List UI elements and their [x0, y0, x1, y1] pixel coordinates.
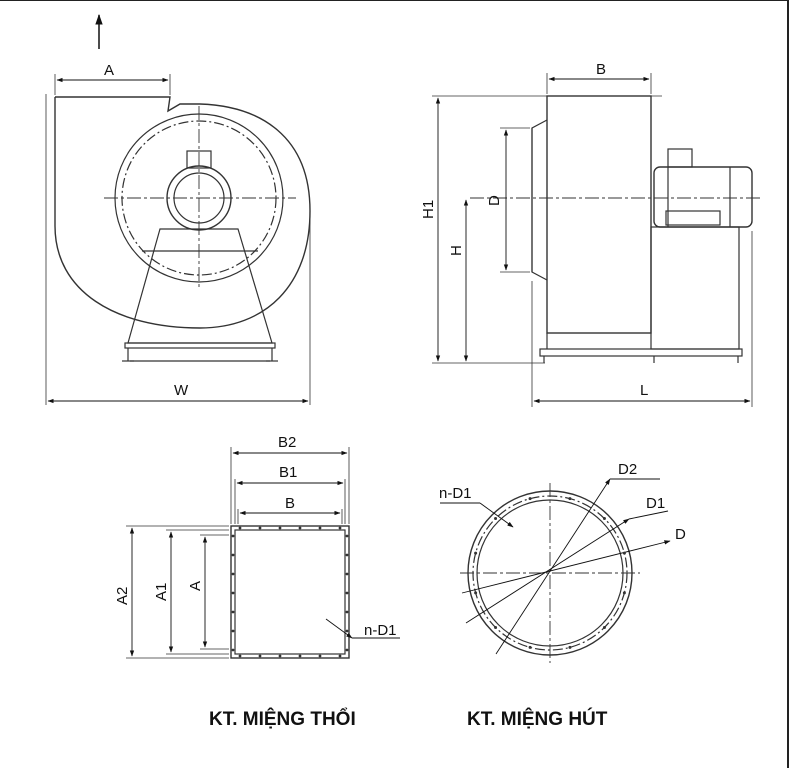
- bolt-hole: [474, 551, 478, 555]
- volute-casing: [54, 96, 311, 329]
- dim-label-w: W: [174, 382, 189, 399]
- side-motor: [653, 166, 753, 228]
- dim-label-a-front: A: [104, 62, 114, 79]
- dim-label-b1: B1: [279, 464, 297, 481]
- inlet-cone: [531, 119, 548, 281]
- side-casing: [546, 95, 652, 334]
- bolt-hole: [494, 517, 498, 521]
- dim-label-d1: D1: [646, 495, 665, 512]
- motor-terminal-box: [186, 150, 212, 169]
- bolt-hole: [602, 517, 606, 521]
- bolt-hole: [345, 648, 349, 652]
- bolt-hole: [622, 551, 626, 555]
- base-stand: [127, 228, 273, 344]
- bolt-hole: [231, 629, 235, 633]
- bolt-hole: [345, 591, 349, 595]
- bolt-hole: [474, 591, 478, 595]
- caption-outlet: KT. MIỆNG THỔI: [209, 709, 356, 730]
- bolt-hole: [231, 648, 235, 652]
- outlet-bolt-holes: [231, 526, 349, 658]
- bolt-hole: [231, 534, 235, 538]
- bolt-hole: [231, 572, 235, 576]
- bolt-hole: [494, 625, 498, 629]
- bolt-hole: [345, 534, 349, 538]
- outlet-flange: [126, 447, 400, 659]
- dim-label-h1: H1: [420, 200, 437, 219]
- inlet-bolt-holes: [474, 497, 626, 649]
- bolt-hole: [345, 572, 349, 576]
- bolt-hole: [622, 591, 626, 595]
- outlet-outer: [230, 525, 350, 659]
- bolt-hole: [231, 553, 235, 557]
- bolt-hole: [602, 625, 606, 629]
- dim-label-b-side: B: [596, 61, 606, 78]
- bolt-hole: [338, 654, 342, 658]
- dim-label-b2: B2: [278, 434, 296, 451]
- bolt-hole: [568, 497, 572, 501]
- dim-label-h: H: [448, 245, 465, 256]
- dim-label-a-outlet: A: [187, 581, 204, 591]
- dim-label-d-inlet: D: [675, 526, 686, 543]
- bolt-hole: [258, 654, 262, 658]
- bolt-hole: [338, 526, 342, 530]
- bolt-hole: [345, 553, 349, 557]
- dim-label-nd1-outlet: n-D1: [364, 622, 397, 639]
- bolt-hole: [231, 610, 235, 614]
- side-view: [432, 73, 760, 407]
- dim-label-a1: A1: [153, 583, 170, 601]
- bolt-hole: [568, 645, 572, 649]
- bolt-hole: [318, 654, 322, 658]
- bolt-hole: [278, 526, 282, 530]
- bolt-hole: [318, 526, 322, 530]
- bolt-hole: [278, 654, 282, 658]
- caption-inlet: KT. MIỆNG HÚT: [467, 709, 608, 730]
- outlet-inner: [234, 529, 346, 655]
- bolt-hole: [238, 654, 242, 658]
- dim-label-l: L: [640, 382, 648, 399]
- front-view: [45, 13, 311, 405]
- bolt-hole: [238, 526, 242, 530]
- bolt-hole: [231, 591, 235, 595]
- bolt-hole: [528, 645, 532, 649]
- dim-label-nd1-inlet: n-D1: [439, 485, 472, 502]
- bolt-hole: [298, 654, 302, 658]
- bolt-hole: [298, 526, 302, 530]
- inlet-flange: [440, 478, 671, 663]
- bolt-hole: [528, 497, 532, 501]
- dim-label-d2: D2: [618, 461, 637, 478]
- dim-label-a2: A2: [114, 587, 131, 605]
- dim-label-d-side: D: [486, 195, 503, 206]
- dim-label-b-outlet: B: [285, 495, 295, 512]
- bolt-hole: [345, 629, 349, 633]
- bolt-hole: [258, 526, 262, 530]
- bolt-hole: [345, 610, 349, 614]
